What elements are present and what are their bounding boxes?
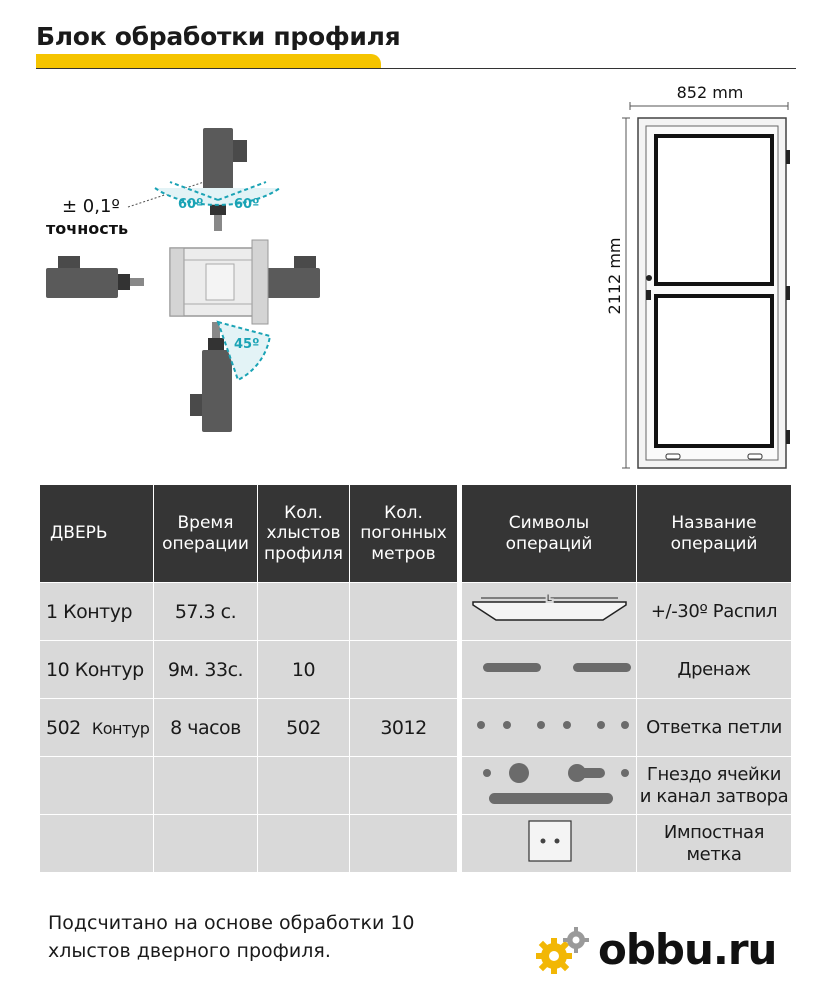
cell-bars — [257, 582, 350, 641]
logo-text: obbu.ru — [598, 925, 777, 974]
cell-door: 502 Контур — [39, 698, 154, 757]
title-accent-bar — [36, 54, 381, 68]
cell-time: 57.3 с. — [153, 582, 258, 641]
cell-empty — [39, 814, 154, 873]
table-row — [39, 756, 458, 815]
drainage-symbol-icon — [461, 640, 637, 699]
cell-meters: 3012 — [349, 698, 458, 757]
door-frame-icon — [637, 117, 790, 469]
cell-bars: 10 — [257, 640, 350, 699]
table-row: Дренаж — [461, 640, 792, 699]
operation-name: +/-30º Распил — [636, 582, 792, 641]
cell-empty — [153, 756, 258, 815]
lock-slot-symbol-icon — [461, 756, 637, 815]
precision-label: точность — [46, 219, 128, 238]
table-row: 1 Контур 57.3 с. — [39, 582, 458, 641]
cell-empty — [39, 756, 154, 815]
cell-door: 1 Контур — [39, 582, 154, 641]
cell-empty — [153, 814, 258, 873]
precision-value: ± 0,1º — [62, 196, 120, 217]
cell-time: 9м. 33с. — [153, 640, 258, 699]
page-title: Блок обработки профиля — [36, 22, 401, 51]
angle-right-label: 60º — [234, 197, 259, 212]
table-row: 10 Контур 9м. 33с. 10 — [39, 640, 458, 699]
left-motor-icon — [46, 256, 144, 298]
mullion-mark-symbol-icon — [461, 814, 637, 873]
gears-icon — [536, 926, 589, 974]
cut-symbol-icon: L — [461, 582, 637, 641]
operation-name: Ответка петли — [636, 698, 792, 757]
cell-door: 10 Контур — [39, 640, 154, 699]
cut-length-label: L — [546, 594, 551, 604]
table-row: 502 Контур 8 часов 502 3012 — [39, 698, 458, 757]
table-row: Ответка петли — [461, 698, 792, 757]
cell-time: 8 часов — [153, 698, 258, 757]
title-underline — [36, 68, 796, 69]
machining-diagram: ± 0,1º точность 60º 60º — [46, 128, 320, 432]
header-door: ДВЕРЬ — [39, 484, 154, 583]
cell-empty — [349, 756, 458, 815]
door-width-label: 852 mm — [677, 83, 744, 102]
top-motor-icon — [203, 128, 247, 231]
hinge-holes-symbol-icon — [461, 698, 637, 757]
profile-section-icon — [169, 239, 269, 325]
operation-name: Дренаж — [636, 640, 792, 699]
cell-empty — [257, 756, 350, 815]
angle-left-label: 60º — [178, 197, 203, 212]
cell-meters — [349, 640, 458, 699]
bottom-motor-icon — [190, 322, 232, 432]
logo: obbu.ru — [530, 925, 777, 974]
cell-bars: 502 — [257, 698, 350, 757]
cell-empty — [349, 814, 458, 873]
door-drawing: 852 mm 2112 mm — [605, 83, 790, 469]
cell-meters — [349, 582, 458, 641]
cell-empty — [257, 814, 350, 873]
angle-bottom-label: 45º — [234, 337, 259, 352]
door-height-label: 2112 mm — [605, 238, 624, 315]
table-row: L +/-30º Распил — [461, 582, 792, 641]
table-row — [39, 814, 458, 873]
